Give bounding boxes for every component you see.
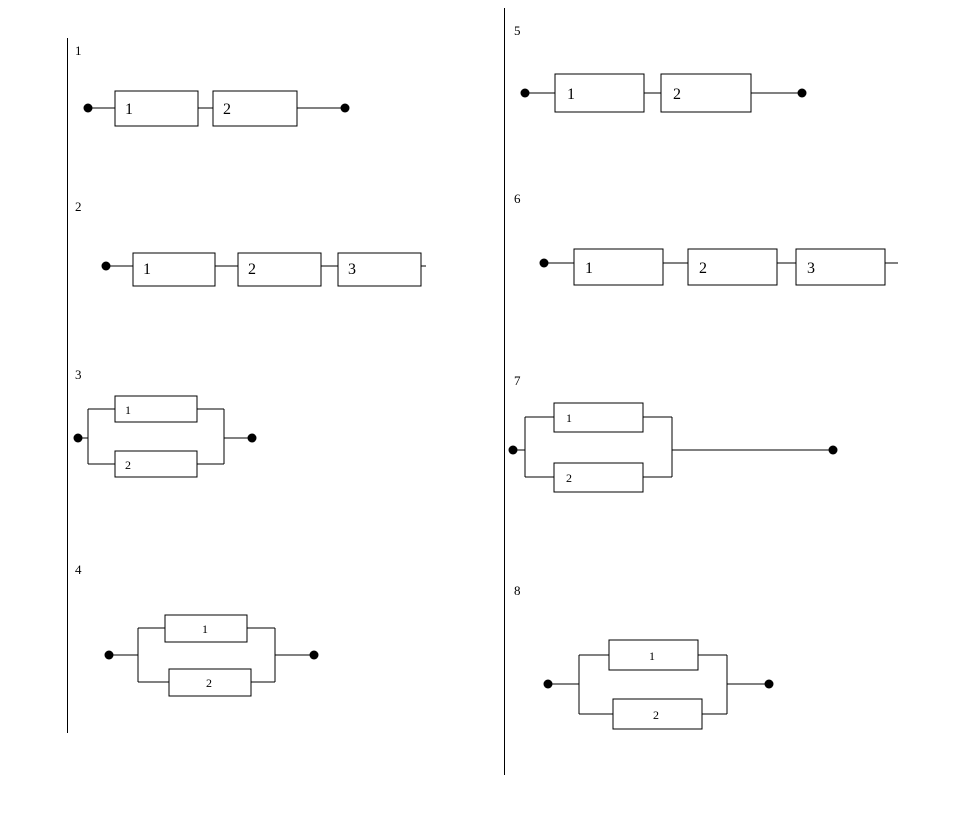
element-box	[212, 90, 298, 127]
element-label: 3	[348, 261, 356, 278]
scheme-6: 6 1 2 3	[514, 191, 898, 286]
output-terminal	[764, 679, 774, 689]
output-terminal	[340, 103, 350, 113]
element-box	[795, 248, 886, 286]
element-label: 1	[649, 649, 655, 663]
element-box	[553, 402, 644, 433]
input-terminal	[83, 103, 93, 113]
element-box	[553, 462, 644, 493]
element-label: 1	[202, 622, 208, 636]
element-label: 2	[699, 260, 707, 277]
input-terminal	[520, 88, 530, 98]
element-label: 2	[248, 261, 256, 278]
element-box	[164, 614, 248, 643]
scheme-number: 1	[75, 43, 82, 58]
element-label: 2	[653, 708, 659, 722]
input-terminal	[104, 650, 114, 660]
element-label: 1	[125, 101, 133, 118]
element-box	[132, 252, 216, 287]
element-label: 1	[566, 411, 572, 425]
scheme-2: 2 1 2 3	[75, 199, 426, 287]
element-box	[554, 73, 645, 113]
element-label: 2	[125, 458, 131, 472]
input-terminal	[539, 258, 549, 268]
element-label: 2	[673, 86, 681, 103]
element-box	[608, 639, 699, 671]
element-label: 1	[125, 403, 131, 417]
element-label: 2	[206, 676, 212, 690]
output-terminal	[797, 88, 807, 98]
scheme-4: 4 1 2	[75, 562, 319, 697]
element-label: 2	[566, 471, 572, 485]
input-terminal	[73, 433, 83, 443]
scheme-number: 4	[75, 562, 82, 577]
element-box	[687, 248, 778, 286]
element-box	[573, 248, 664, 286]
input-terminal	[101, 261, 111, 271]
scheme-7: 7 1 2	[508, 373, 838, 493]
element-box	[114, 90, 199, 127]
scheme-number: 2	[75, 199, 82, 214]
element-box	[612, 698, 703, 730]
scheme-5: 5 1 2	[514, 23, 807, 113]
element-box	[237, 252, 322, 287]
element-label: 1	[143, 261, 151, 278]
element-box	[114, 395, 198, 423]
output-terminal	[309, 650, 319, 660]
scheme-1: 1 1 2	[75, 43, 350, 127]
element-label: 2	[223, 101, 231, 118]
scheme-3: 3 1 2	[73, 367, 257, 478]
element-box	[660, 73, 752, 113]
scheme-number: 8	[514, 583, 521, 598]
element-label: 3	[807, 260, 815, 277]
element-box	[168, 668, 252, 697]
output-terminal	[828, 445, 838, 455]
scheme-number: 3	[75, 367, 82, 382]
input-terminal	[543, 679, 553, 689]
output-terminal	[247, 433, 257, 443]
element-label: 1	[585, 260, 593, 277]
scheme-number: 6	[514, 191, 521, 206]
element-box	[114, 450, 198, 478]
input-terminal	[508, 445, 518, 455]
element-box	[337, 252, 422, 287]
scheme-8: 8 1 2	[514, 583, 774, 730]
scheme-number: 5	[514, 23, 521, 38]
element-label: 1	[567, 86, 575, 103]
scheme-number: 7	[514, 373, 521, 388]
